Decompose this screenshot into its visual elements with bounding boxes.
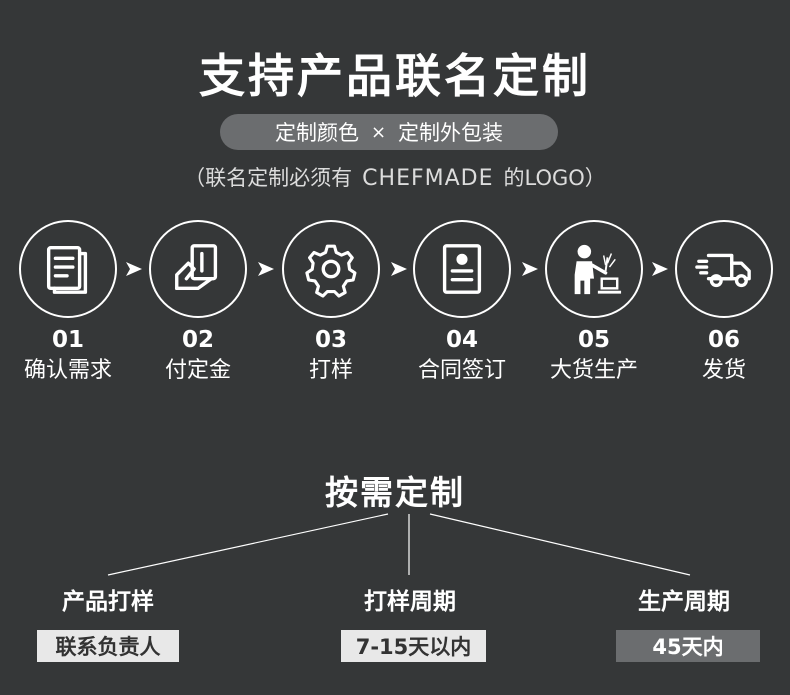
- column-value-sample-cycle: 7-15天以内: [341, 630, 486, 662]
- column-value-sampling: 联系负责人: [37, 630, 179, 662]
- column-head-production-cycle: 生产周期: [638, 589, 730, 615]
- step-number: 04: [445, 327, 478, 353]
- step-circle: [19, 220, 117, 318]
- step-deposit: 02 付定金: [133, 220, 263, 384]
- arrow-right-icon: [126, 262, 142, 276]
- step-number: 03: [314, 327, 347, 353]
- step-label: 打样: [308, 358, 353, 383]
- connector-line-right: [429, 513, 691, 576]
- custom-section-title: 按需定制: [325, 473, 465, 512]
- column-head-sampling: 产品打样: [62, 589, 154, 615]
- document-icon: [46, 246, 88, 294]
- contract-icon: [442, 244, 482, 294]
- step-number: 05: [577, 327, 610, 353]
- step-label: 发货: [701, 358, 746, 383]
- step-number: 02: [181, 327, 214, 353]
- page-title: 支持产品联名定制: [199, 49, 591, 103]
- step-circle: [675, 220, 773, 318]
- brand-logo-text: CHEFMADE: [362, 166, 494, 191]
- step-sample: 03 打样: [266, 220, 396, 384]
- arrow-right-icon: [391, 262, 407, 276]
- connector-line-left: [107, 513, 389, 576]
- step-confirm-needs: 01 确认需求: [3, 220, 133, 384]
- gear-icon: [305, 244, 357, 298]
- cobrand-note: （联名定制必须有 CHEFMADE 的LOGO）: [0, 162, 790, 192]
- step-label: 付定金: [164, 358, 231, 383]
- step-mass-production: 05 大货生产: [529, 220, 659, 384]
- column-head-sample-cycle: 打样周期: [364, 589, 456, 615]
- note-suffix: 的LOGO）: [503, 166, 606, 190]
- step-label: 确认需求: [23, 358, 112, 383]
- arrow-right-icon: [522, 262, 538, 276]
- arrow-right-icon: [652, 262, 668, 276]
- step-circle: [545, 220, 643, 318]
- step-circle: [413, 220, 511, 318]
- step-circle: [282, 220, 380, 318]
- note-prefix: （联名定制必须有: [184, 166, 353, 190]
- customization-options-pill: 定制颜色 × 定制外包装: [220, 114, 558, 150]
- step-contract: 04 合同签订: [397, 220, 527, 384]
- column-value-production-cycle: 45天内: [616, 630, 760, 662]
- step-number: 06: [707, 327, 740, 353]
- hand-card-icon: [175, 244, 218, 291]
- step-circle: [149, 220, 247, 318]
- pill-color-option: 定制颜色: [274, 121, 359, 145]
- welder-icon: [574, 244, 622, 295]
- arrow-right-icon: [258, 262, 274, 276]
- step-number: 01: [51, 327, 84, 353]
- pill-packaging-option: 定制外包装: [398, 121, 504, 145]
- pill-separator: ×: [370, 121, 387, 143]
- step-shipping: 06 发货: [659, 220, 789, 384]
- truck-icon: [695, 253, 751, 288]
- step-label: 大货生产: [549, 358, 638, 383]
- step-label: 合同签订: [417, 358, 506, 383]
